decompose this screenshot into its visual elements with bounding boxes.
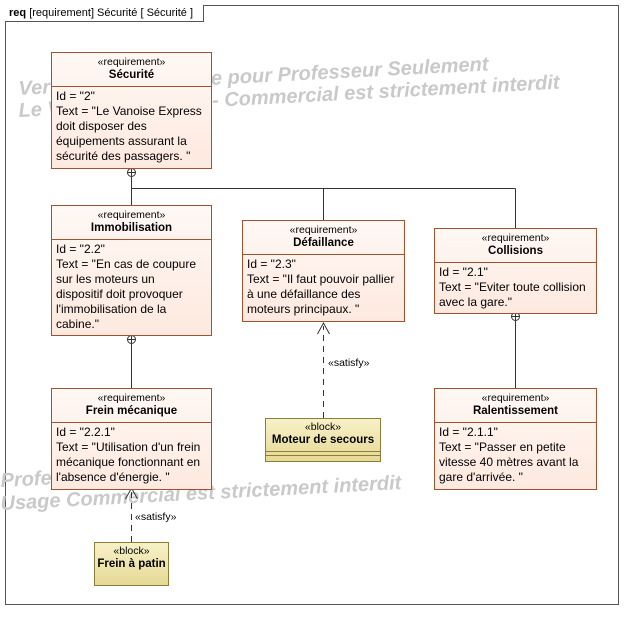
requirement-defaillance[interactable]: «requirement» Défaillance Id = "2.3" Tex…	[242, 220, 405, 322]
requirement-name: Sécurité	[108, 69, 155, 81]
requirement-id: Id = "2.2"	[56, 242, 105, 256]
requirement-id: Id = "2.3"	[247, 257, 296, 271]
requirement-text-line: à une défaillance des	[247, 287, 361, 301]
block-name: Moteur de secours	[271, 434, 375, 446]
requirement-collisions[interactable]: «requirement» Collisions Id = "2.1" Text…	[434, 228, 597, 314]
requirement-id: Id = "2.1"	[439, 265, 488, 279]
requirement-text-line: sur les moteurs un	[56, 272, 155, 286]
requirement-text-line: Text = "Utilisation d'un frein	[56, 440, 201, 454]
stereotype-label: «requirement»	[481, 232, 550, 244]
requirement-text-line: avec la gare."	[439, 295, 512, 309]
requirement-ralentissement[interactable]: «requirement» Ralentissement Id = "2.1.1…	[434, 388, 597, 490]
block-name: Frein à patin	[97, 558, 166, 570]
requirement-text-line: Text = "Le Vanoise Express	[56, 104, 202, 118]
requirement-text-line: sécurité des passagers. "	[56, 149, 191, 163]
block-compartment	[266, 451, 380, 455]
requirement-id: Id = "2.1.1"	[439, 425, 498, 439]
frame-keyword: req	[9, 7, 27, 19]
stereotype-label: «requirement»	[97, 209, 166, 221]
requirement-immobilisation[interactable]: «requirement» Immobilisation Id = "2.2" …	[51, 205, 212, 336]
requirement-id: Id = "2"	[56, 89, 95, 103]
diagram-frame	[5, 5, 619, 605]
requirement-name: Ralentissement	[472, 405, 558, 417]
requirement-name: Défaillance	[293, 237, 354, 249]
requirement-name: Immobilisation	[90, 222, 173, 234]
requirement-text-line: Text = "Passer en petite	[439, 440, 566, 454]
requirement-text-line: moteurs principaux. "	[247, 302, 360, 316]
stereotype-label: «requirement»	[289, 224, 358, 236]
block-compartment	[266, 455, 380, 456]
satisfy-label-patin: «satisfy»	[135, 511, 177, 523]
requirement-securite[interactable]: «requirement» Sécurité Id = "2" Text = "…	[51, 52, 212, 169]
stereotype-label: «requirement»	[97, 56, 166, 68]
requirement-text-line: mécanique fonctionnant en	[56, 455, 201, 469]
requirement-text-line: dispositif doit provoquer	[56, 287, 183, 301]
satisfy-arrow-moteur	[317, 321, 330, 335]
stereotype-label: «block»	[304, 421, 342, 433]
block-moteur-de-secours[interactable]: «block» Moteur de secours	[265, 418, 381, 462]
stereotype-label: «requirement»	[481, 392, 550, 404]
requirement-text-line: vitesse 40 mètres avant la	[439, 455, 579, 469]
block-frein-a-patin[interactable]: «block» Frein à patin	[94, 542, 169, 586]
requirement-text-line: l'absence d'énergie. "	[56, 470, 170, 484]
stereotype-label: «block»	[113, 545, 150, 557]
requirement-text-line: cabine."	[56, 317, 99, 331]
requirement-text-line: Text = "Il faut pouvoir pallier	[247, 272, 395, 286]
requirement-text-line: Text = "Eviter toute collision	[439, 280, 586, 294]
frame-title: [requirement] Sécurité [ Sécurité ]	[29, 7, 194, 19]
satisfy-label-moteur: «satisfy»	[328, 357, 370, 369]
requirement-frein-mecanique[interactable]: «requirement» Frein mécanique Id = "2.2.…	[51, 388, 212, 490]
requirement-text-line: Text = "En cas de coupure	[56, 257, 197, 271]
requirement-text-line: équipements assurant la	[56, 134, 187, 148]
requirement-text-line: gare d'arrivée. "	[439, 470, 523, 484]
requirement-id: Id = "2.2.1"	[56, 425, 115, 439]
requirement-name: Collisions	[488, 245, 543, 257]
frame-title-tab: req [requirement] Sécurité [ Sécurité ]	[5, 5, 205, 22]
stereotype-label: «requirement»	[97, 392, 166, 404]
requirement-name: Frein mécanique	[85, 405, 178, 417]
requirement-text-line: l'immobilisation de la	[56, 302, 167, 316]
requirement-text-line: doit disposer des	[56, 119, 147, 133]
